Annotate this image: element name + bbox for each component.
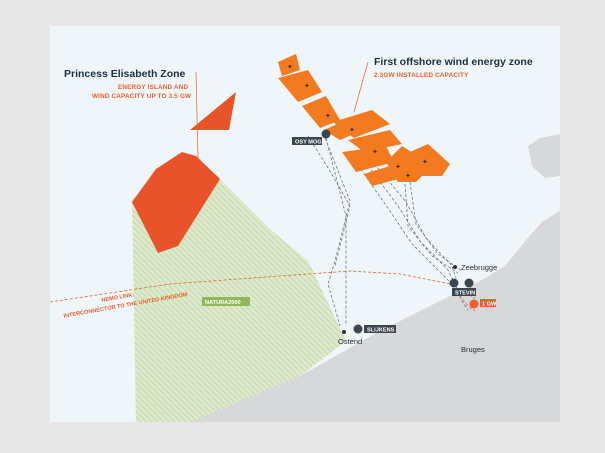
bruges-label: Bruges: [461, 345, 485, 354]
svg-text:NEMO LINK:: NEMO LINK:: [101, 292, 135, 304]
princess-callout-line: [195, 71, 199, 161]
svg-text:OSY MOG: OSY MOG: [295, 140, 322, 146]
wind-farm-2: [278, 70, 322, 102]
turbine-star-icon: ✦: [405, 172, 411, 180]
stevin-substation: STEVIN: [449, 278, 476, 297]
princess-zone-heading: Princess Elisabeth Zone ENERGY ISLAND AN…: [64, 68, 191, 100]
land-coast: [185, 211, 560, 422]
ostend-label: Ostend: [338, 337, 362, 346]
cube-icon: [464, 278, 474, 288]
cube-icon: [353, 324, 363, 334]
turbine-star-icon: ✦: [349, 126, 355, 134]
osy-mog-substation: OSY MOG: [292, 129, 331, 146]
natura2000-label: NATURA2000: [202, 297, 250, 306]
svg-text:1 GW: 1 GW: [482, 302, 497, 308]
slijkens-substation: SLIJKENS: [353, 324, 396, 334]
princess-zone-subtitle-2: WIND CAPACITY UP TO 3.5 GW: [92, 93, 191, 100]
cube-icon: [449, 278, 459, 288]
ostend-marker: Ostend: [338, 330, 362, 346]
wind-farm-10: [410, 144, 450, 176]
wind-farm-3: [302, 96, 340, 128]
turbine-star-icon: ✦: [372, 148, 378, 156]
zeebrugge-label: Zeebrugge: [461, 263, 497, 272]
princess-zone-title: Princess Elisabeth Zone: [64, 68, 186, 80]
one-gw-station: 1 GW: [469, 299, 497, 309]
map-frame: ✦ ✦ ✦ ✦ ✦ ✦ ✦ ✦ OSY MOG Zeebrugge STEVIN: [50, 26, 560, 422]
svg-text:SLIJKENS: SLIJKENS: [367, 328, 395, 334]
turbine-star-icon: ✦: [287, 63, 293, 71]
turbine-star-icon: ✦: [422, 158, 428, 166]
cube-icon: [469, 299, 479, 309]
turbine-star-icon: ✦: [325, 112, 331, 120]
princess-zone-subtitle-1: ENERGY ISLAND AND: [118, 84, 188, 91]
svg-text:NATURA2000: NATURA2000: [205, 300, 241, 306]
wind-farm-1: [278, 54, 300, 76]
wind-farm-6: [348, 130, 402, 152]
svg-text:STEVIN: STEVIN: [455, 291, 475, 297]
turbine-star-icons: ✦ ✦ ✦ ✦ ✦ ✦ ✦ ✦: [287, 63, 428, 180]
first-wind-zone: [278, 54, 450, 186]
turbine-star-icon: ✦: [304, 82, 310, 90]
land-coast-north: [528, 134, 560, 178]
zeebrugge-marker: Zeebrugge: [453, 263, 497, 272]
wind-farm-5: [333, 110, 390, 138]
cube-icon: [321, 129, 331, 139]
first-zone-heading: First offshore wind energy zone 2.3GW IN…: [374, 56, 533, 79]
wind-farm-7: [342, 146, 394, 172]
princess-elisabeth-zone: [132, 152, 220, 253]
first-zone-callout-line: [353, 61, 369, 113]
turbine-star-icon: ✦: [395, 163, 401, 171]
first-zone-title: First offshore wind energy zone: [374, 56, 533, 68]
princess-elisabeth-zone-north: [190, 92, 236, 130]
first-zone-subtitle: 2.3GW INSTALLED CAPACITY: [374, 72, 469, 79]
